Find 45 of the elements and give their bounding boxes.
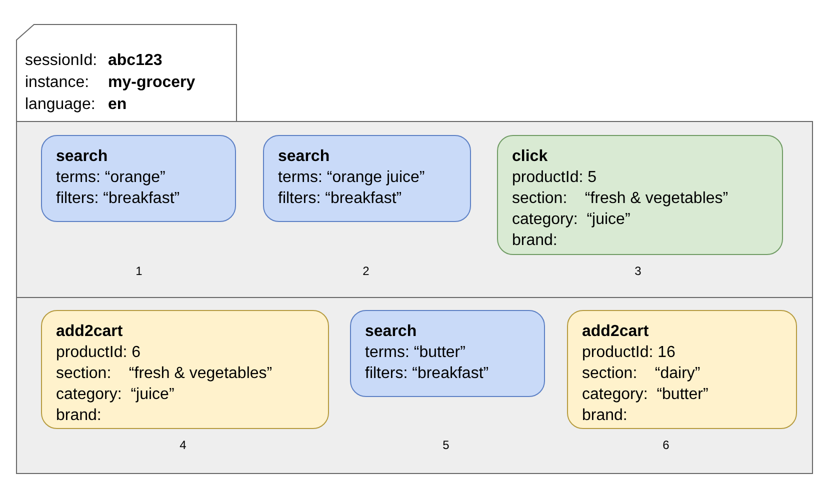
event-field: category: “butter” bbox=[582, 384, 786, 405]
session-tab bbox=[16, 24, 237, 122]
session-value: en bbox=[108, 95, 128, 115]
event-field: terms: “orange” bbox=[56, 167, 225, 188]
sequence-number: 2 bbox=[362, 264, 370, 278]
event-field: productId: 6 bbox=[56, 342, 318, 363]
event-field: terms: “butter” bbox=[365, 342, 534, 363]
event-field: terms: “orange juice” bbox=[278, 167, 460, 188]
event-field: brand: bbox=[56, 405, 318, 426]
event-type: add2cart bbox=[582, 322, 650, 342]
event-field: filters: “breakfast” bbox=[278, 188, 460, 209]
event-panel bbox=[16, 121, 813, 298]
event-panel bbox=[16, 297, 813, 474]
event-field: brand: bbox=[512, 230, 772, 251]
sequence-number: 5 bbox=[442, 438, 450, 452]
session-key: language: bbox=[25, 94, 108, 116]
event-type: search bbox=[56, 147, 109, 167]
sequence-number: 4 bbox=[180, 438, 186, 452]
event-field: productId: 16 bbox=[582, 342, 786, 363]
event-field: filters: “breakfast” bbox=[365, 363, 534, 384]
event-type: add2cart bbox=[56, 322, 124, 342]
sequence-number: 3 bbox=[634, 264, 642, 278]
event-field: category: “juice” bbox=[56, 384, 318, 405]
event-field: section: “fresh & vegetables” bbox=[56, 363, 318, 384]
event-type: search bbox=[278, 147, 331, 167]
event-card bbox=[41, 135, 236, 222]
session-value: my-grocery bbox=[108, 73, 196, 93]
sequence-number: 1 bbox=[136, 264, 142, 278]
session-value: abc123 bbox=[108, 51, 164, 71]
session-key: sessionId: bbox=[25, 50, 108, 72]
session-key: instance: bbox=[25, 72, 108, 94]
event-card bbox=[497, 135, 783, 255]
event-type: click bbox=[512, 147, 549, 167]
event-field: section: “dairy” bbox=[582, 363, 786, 384]
event-field: brand: bbox=[582, 405, 786, 426]
event-card bbox=[350, 310, 545, 397]
event-card bbox=[567, 310, 797, 429]
event-type: search bbox=[365, 322, 418, 342]
sequence-number: 6 bbox=[662, 438, 670, 452]
event-card bbox=[263, 135, 471, 222]
event-field: section: “fresh & vegetables” bbox=[512, 188, 772, 209]
event-field: category: “juice” bbox=[512, 209, 772, 230]
event-field: filters: “breakfast” bbox=[56, 188, 225, 209]
event-field: productId: 5 bbox=[512, 167, 772, 188]
event-card bbox=[41, 310, 329, 429]
